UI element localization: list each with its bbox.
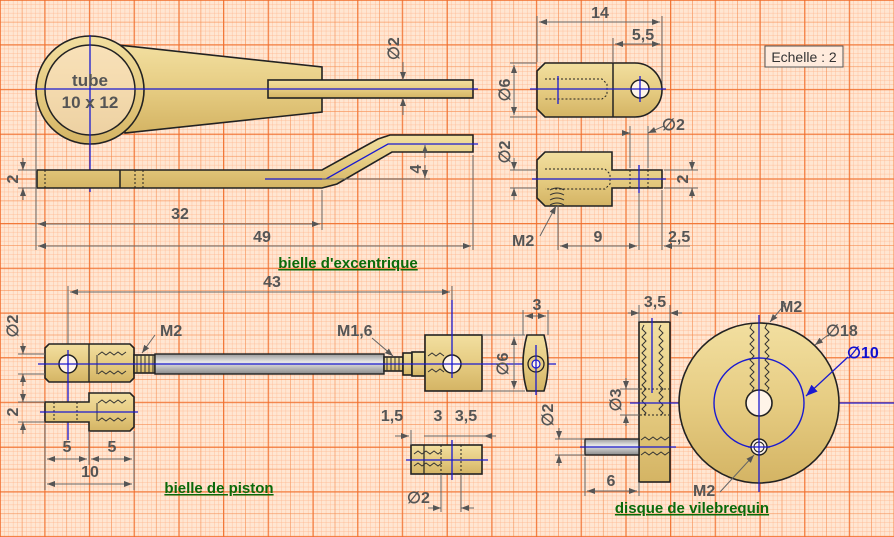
- dim-thickness: 2: [5, 174, 22, 183]
- dim-dia3: ∅3: [608, 388, 625, 411]
- dim-32: 32: [171, 206, 189, 223]
- dim-5b: 5: [108, 439, 117, 456]
- thread-top-label: M2: [780, 299, 802, 316]
- dim-6: 6: [607, 473, 616, 490]
- crank-disc-drawing: 3,5 ∅3 ∅2 6 M2 ∅18 ∅10 M2 disque de vile…: [540, 294, 894, 517]
- dim-49: 49: [253, 229, 271, 246]
- dim-offset: 4: [408, 164, 425, 173]
- fork-drawing: 14 5,5 ∅6 ∅2 ∅2 2 M: [497, 5, 698, 250]
- title-piston-rod: bielle de piston: [164, 480, 273, 497]
- dim-14: 14: [591, 5, 609, 22]
- title-crank-disc: disque de vilebrequin: [615, 500, 769, 517]
- scale-box: Echelle : 2: [764, 45, 844, 68]
- dim-2: 2: [675, 174, 692, 183]
- title-eccentric-rod: bielle d'excentrique: [278, 255, 417, 272]
- dim-dia2: ∅2: [540, 403, 557, 426]
- dim-3b: 3: [434, 408, 443, 425]
- dim-dia6: ∅6: [497, 78, 514, 101]
- dim-1-5: 1,5: [381, 408, 403, 425]
- thread-m2-label: M2: [512, 233, 534, 250]
- dim-9: 9: [594, 229, 603, 246]
- dim-43: 43: [263, 274, 281, 291]
- dim-dia10: ∅10: [847, 345, 879, 362]
- thread-m2-label: M2: [160, 323, 182, 340]
- scale-label: Echelle : 2: [771, 49, 837, 65]
- dim-2: 2: [5, 407, 22, 416]
- dim-3-5: 3,5: [644, 294, 666, 311]
- dim-5a: 5: [63, 439, 72, 456]
- dim-rod-diameter: ∅2: [386, 37, 403, 60]
- dim-2-5: 2,5: [668, 229, 690, 246]
- eccentric-rod-drawing: tube 10 x 12 ∅2 4 2 32 49 bielle d'excen…: [5, 35, 478, 272]
- thread-m16-label: M1,6: [337, 323, 373, 340]
- dim-dia6: ∅6: [495, 352, 512, 375]
- tube-size-label: 10 x 12: [62, 93, 119, 112]
- piston-rod-drawing: 43 3 ∅6 M1,6 M2: [5, 274, 556, 512]
- dim-5-5: 5,5: [632, 27, 654, 44]
- dim-dia2: ∅2: [5, 314, 22, 337]
- dim-dia2-small: ∅2: [407, 490, 430, 507]
- dim-dia18: ∅18: [826, 323, 858, 340]
- dim-dia2-left: ∅2: [497, 140, 514, 163]
- dim-3: 3: [533, 297, 542, 314]
- tube-label: tube: [72, 71, 108, 90]
- dim-dia2-pin: ∅2: [662, 117, 685, 134]
- dim-10: 10: [81, 464, 99, 481]
- thread-bottom-label: M2: [693, 483, 715, 500]
- dim-3-5: 3,5: [455, 408, 477, 425]
